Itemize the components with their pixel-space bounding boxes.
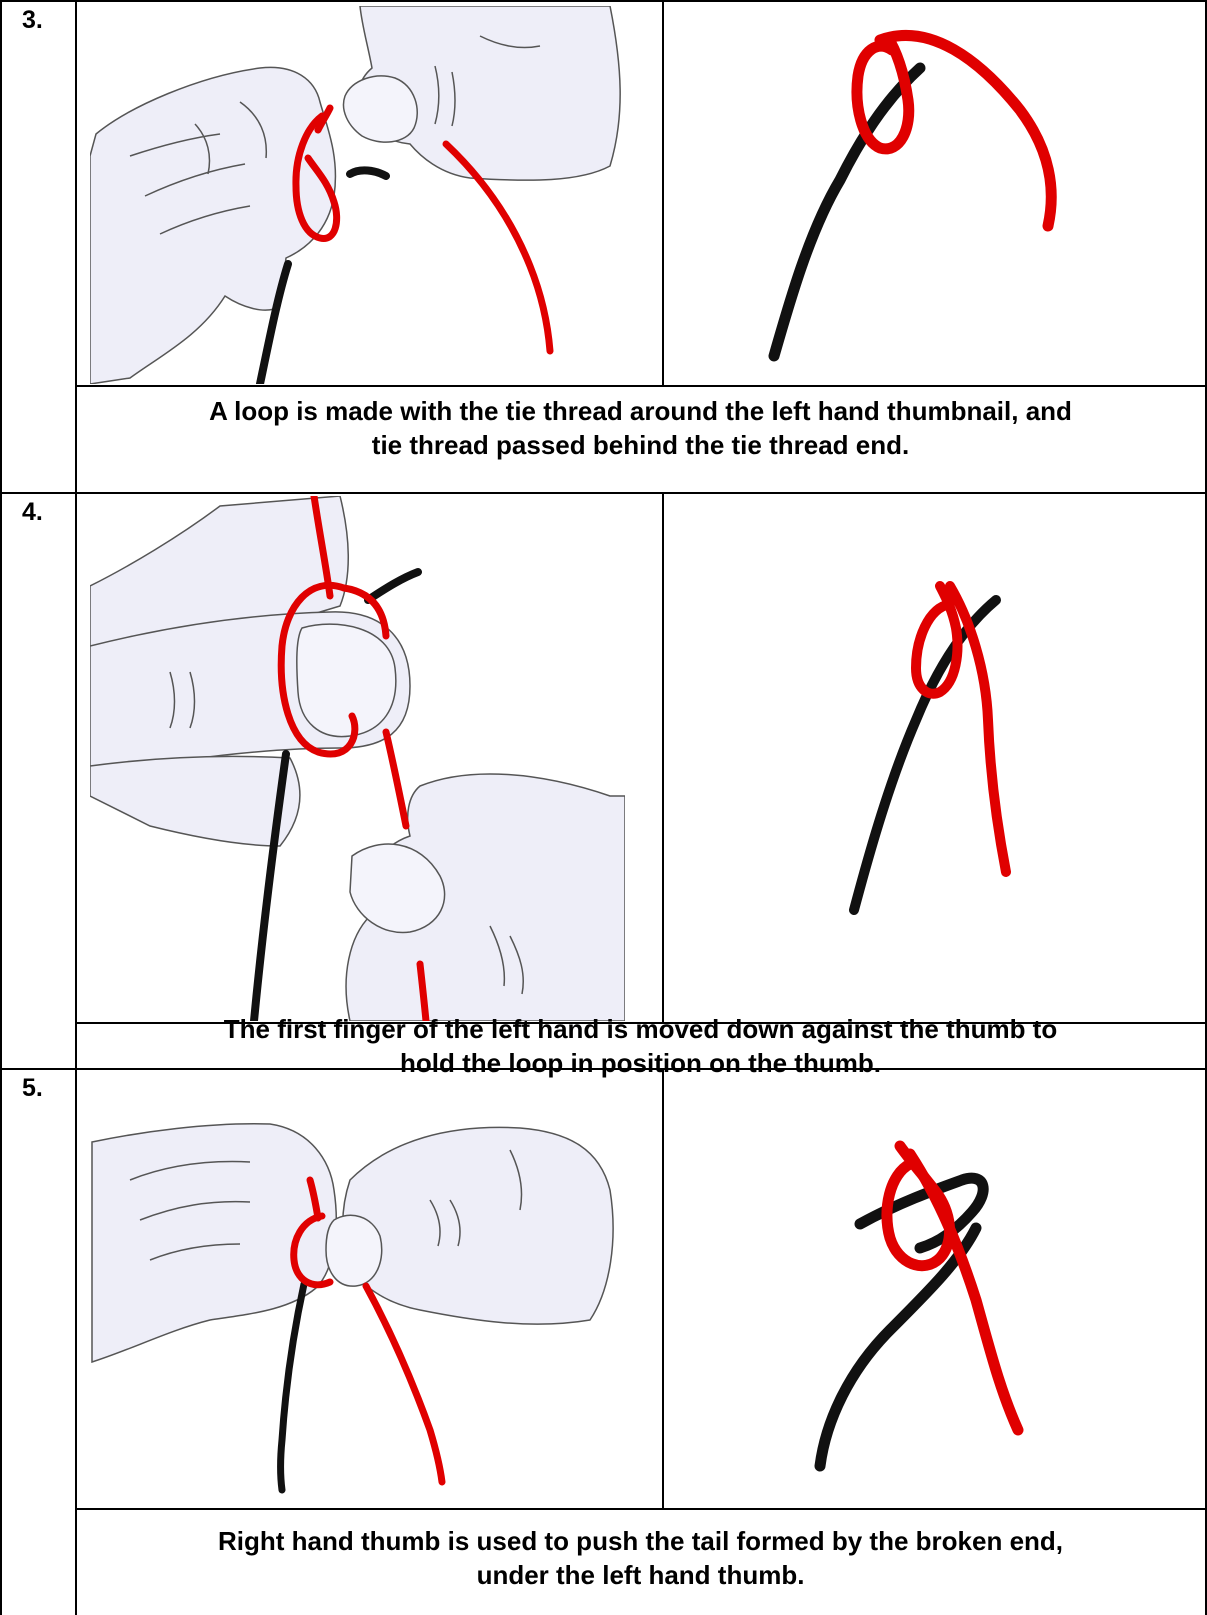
step-caption: Right hand thumb is used to push the tai… <box>78 1524 1203 1592</box>
caption-line: A loop is made with the tie thread aroun… <box>78 394 1203 428</box>
step-number: 3. <box>22 6 43 35</box>
hands-illustration-step-5 <box>90 1120 620 1505</box>
number-column-divider <box>75 0 77 1615</box>
step-number: 4. <box>22 498 43 527</box>
caption-line: tie thread passed behind the tie thread … <box>78 428 1203 462</box>
knot-diagram-step-5 <box>790 1140 1070 1480</box>
knot-diagram-step-3 <box>700 20 1120 370</box>
step-caption: A loop is made with the tie thread aroun… <box>78 394 1203 462</box>
caption-line: hold the loop in position on the thumb. <box>78 1046 1203 1080</box>
caption-line: under the left hand thumb. <box>78 1558 1203 1592</box>
image-column-divider <box>662 0 664 386</box>
knot-diagram-step-4 <box>800 580 1060 920</box>
caption-line: The first finger of the left hand is mov… <box>78 1012 1203 1046</box>
step-number: 5. <box>22 1074 43 1103</box>
image-column-divider <box>662 493 664 1023</box>
step-caption: The first finger of the left hand is mov… <box>78 1012 1203 1080</box>
row-divider <box>0 492 1207 494</box>
table-border-top <box>0 0 1207 2</box>
image-row-bottom <box>76 385 1207 387</box>
hands-illustration-step-3 <box>90 6 625 384</box>
image-column-divider <box>662 1069 664 1509</box>
table-border-left <box>0 0 2 1615</box>
caption-line: Right hand thumb is used to push the tai… <box>78 1524 1203 1558</box>
image-row-bottom <box>76 1508 1207 1510</box>
hands-illustration-step-4 <box>90 496 625 1021</box>
